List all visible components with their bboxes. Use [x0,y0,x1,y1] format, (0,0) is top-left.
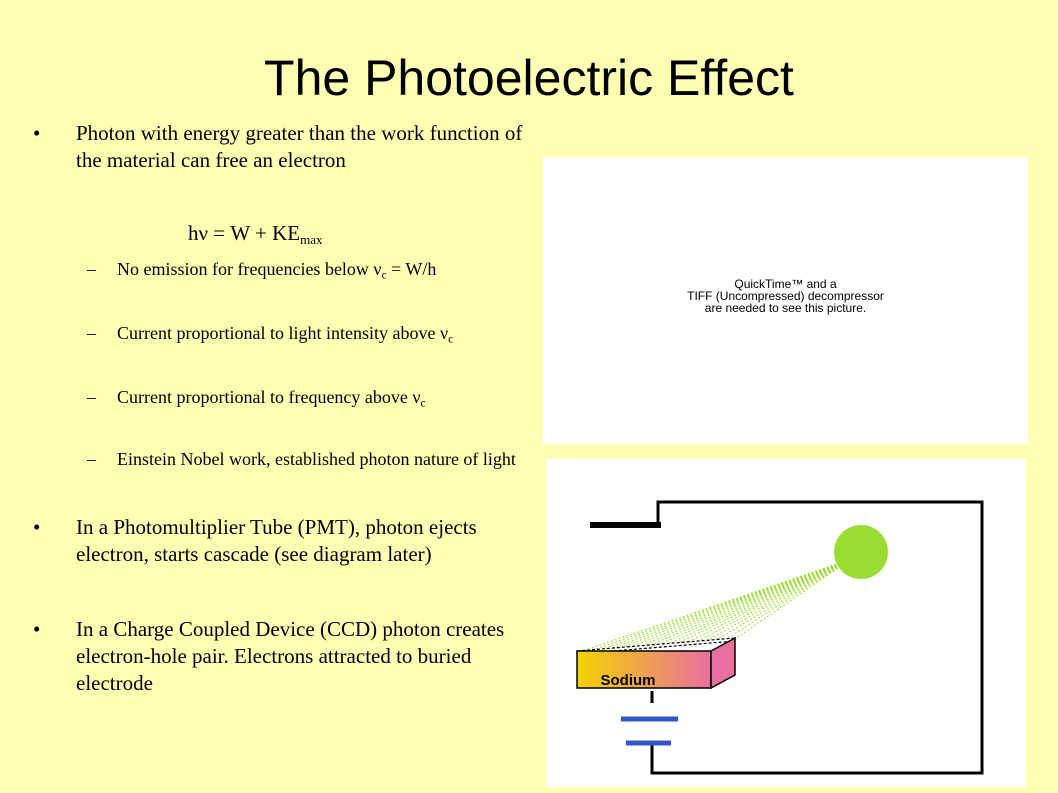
plate-side-face [710,636,736,690]
light-ray [586,558,852,653]
dash-icon: – [87,323,96,343]
subbullet-subscript: c [420,397,426,410]
dash-icon: – [87,387,96,407]
light-ray [705,558,852,643]
equation-lhs: hν = W + KE [188,221,301,245]
bullet-text: Photon with energy greater than the work… [76,121,523,172]
diagram-svg: Sodium [576,500,984,775]
bullet-pmt: • In a Photomultiplier Tube (PMT), photo… [33,514,532,568]
light-bulb-icon [834,525,888,579]
subbullet-subscript: c [381,269,387,282]
placeholder-line-1: QuickTime™ and a [734,277,837,291]
light-ray [636,558,852,649]
bullet-ccd: • In a Charge Coupled Device (CCD) photo… [33,616,532,697]
light-ray [724,558,852,641]
subbullet-text: Einstein Nobel work, established photon … [117,449,516,469]
photoelectric-equation: hν = W + KEmax [188,220,323,247]
light-rays [576,558,852,654]
light-ray [665,558,852,646]
bullet-dot-icon: • [33,121,41,145]
bullet-dot-icon: • [33,515,41,539]
light-ray [675,558,852,645]
subbullet-frequency: – Current proportional to frequency abov… [87,386,517,410]
subbullet-no-emission: – No emission for frequencies below νc =… [87,258,517,282]
slide-title: The Photoelectric Effect [264,50,794,106]
placeholder-text: QuickTime™ and a TIFF (Uncompressed) dec… [543,278,1028,314]
light-ray [606,558,852,651]
light-ray [645,558,852,648]
quicktime-placeholder: QuickTime™ and a TIFF (Uncompressed) dec… [543,157,1028,444]
bullet-dot-icon: • [33,617,41,641]
placeholder-line-3: are needed to see this picture. [704,301,867,315]
light-ray [695,558,852,643]
subbullet-intensity: – Current proportional to light intensit… [87,322,517,346]
subbullet-einstein: – Einstein Nobel work, established photo… [87,448,517,471]
plate-label: Sodium [601,672,656,689]
light-ray [734,558,852,640]
light-ray [685,558,852,644]
subbullet-text: No emission for frequencies below ν [117,259,382,279]
light-ray [576,558,852,654]
circuit-wire [650,500,984,775]
subbullet-text: Current proportional to frequency above … [117,387,421,407]
bullet-photon-energy: • Photon with energy greater than the wo… [33,120,532,174]
dash-icon: – [87,449,96,469]
subbullet-after: = W/h [386,259,437,279]
bullet-text: In a Photomultiplier Tube (PMT), photon … [76,515,477,566]
dash-icon: – [87,259,96,279]
light-ray [714,558,852,642]
placeholder-line-2: TIFF (Uncompressed) decompressor [687,289,884,303]
subbullet-subscript: c [448,333,454,346]
equation-subscript: max [300,231,323,247]
bullet-text: In a Charge Coupled Device (CCD) photon … [76,617,505,695]
photoelectric-diagram: Sodium [546,459,1026,787]
subbullet-text: Current proportional to light intensity … [117,323,449,343]
light-ray [655,558,852,647]
